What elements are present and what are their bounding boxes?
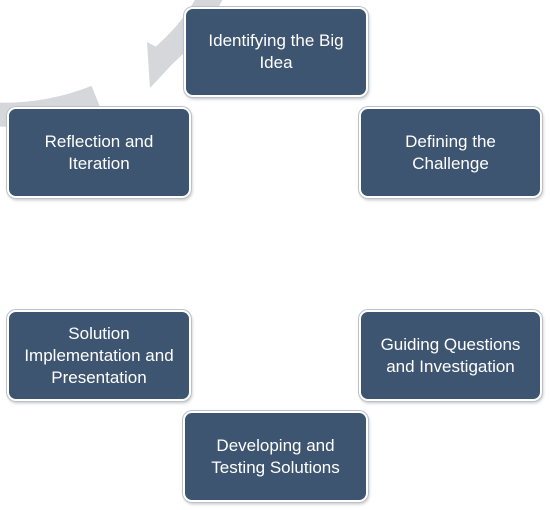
- step-label: Solution Implementation and Presentation: [24, 323, 174, 387]
- step-label: Developing and Testing Solutions: [211, 435, 340, 477]
- step-guiding-questions: Guiding Questions and Investigation: [359, 310, 542, 401]
- step-reflection-iteration: Reflection and Iteration: [7, 107, 191, 198]
- step-label: Reflection and Iteration: [44, 131, 154, 173]
- step-label: Identifying the Big Idea: [208, 31, 344, 72]
- step-label: Guiding Questions and Investigation: [380, 334, 521, 376]
- step-identifying-big-idea: Identifying the Big Idea: [184, 7, 368, 97]
- step-defining-challenge: Defining the Challenge: [359, 107, 542, 198]
- step-solution-implementation: Solution Implementation and Presentation: [7, 310, 191, 401]
- step-developing-testing: Developing and Testing Solutions: [183, 411, 368, 502]
- step-label: Defining the Challenge: [405, 131, 496, 173]
- cycle-arrowhead: [147, 42, 178, 88]
